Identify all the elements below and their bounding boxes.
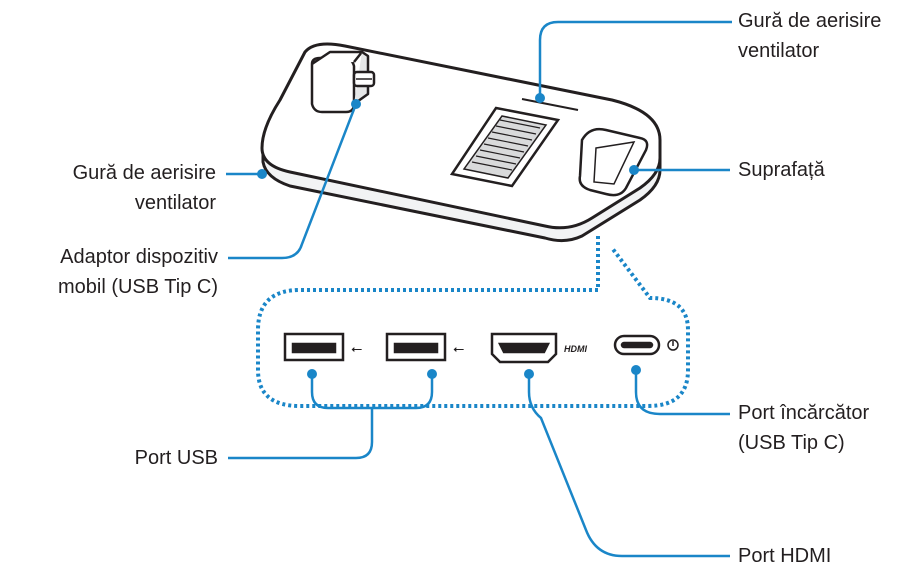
label-hdmi-port: Port HDMI — [738, 545, 832, 567]
port-panel-border — [256, 236, 690, 408]
usb-port-1 — [283, 332, 345, 362]
fan-vent-grille — [449, 106, 561, 188]
hdmi-mark: HDMI — [564, 344, 587, 354]
label-usb-port: Port USB — [134, 447, 218, 469]
leader-mobile-adapter — [228, 103, 358, 260]
top-vent-line — [521, 98, 579, 111]
leader-hdmi — [527, 374, 730, 558]
label-mobile-adapter: Adaptor dispozitiv mobil (USB Tip C) — [57, 246, 218, 298]
usbc-port — [613, 334, 661, 356]
label-surface: Suprafață — [738, 159, 825, 181]
leader-fan-vent-top — [538, 20, 732, 98]
label-fan-vent-left: Gură de aerisire ventilator — [72, 162, 216, 214]
hdmi-port — [490, 332, 558, 364]
surface-slot-inner — [593, 141, 636, 185]
usb-symbol-1-icon: ⭠ — [351, 340, 362, 356]
port-panel: ⭠ ⭠ HDMI — [283, 332, 679, 364]
leader-usb — [310, 374, 434, 410]
usb-symbol-2-icon: ⭠ — [453, 340, 464, 356]
leader-lines — [226, 20, 732, 558]
usb-port-2 — [385, 332, 447, 362]
label-charger-port: Port încărcător (USB Tip C) — [738, 402, 870, 454]
leader-charger — [634, 370, 730, 416]
power-icon — [667, 339, 679, 351]
mobile-adapter — [310, 50, 376, 114]
label-fan-vent-top: Gură de aerisire ventilator — [738, 10, 882, 62]
surface-slot — [578, 127, 649, 197]
